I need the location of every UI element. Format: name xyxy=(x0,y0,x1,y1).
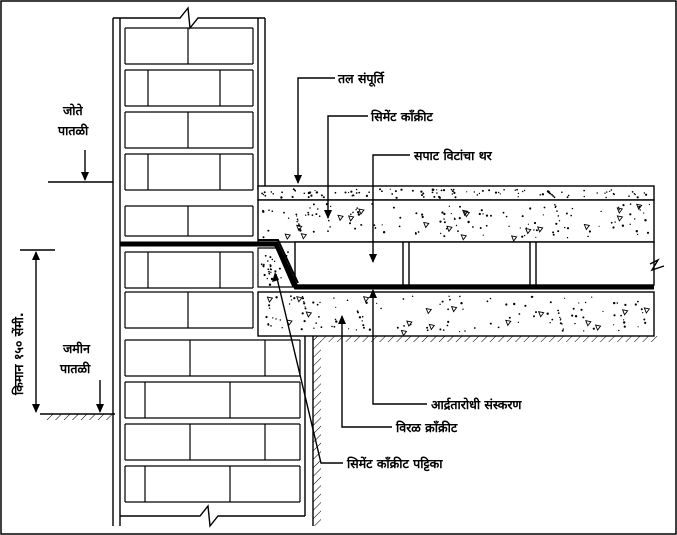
brick-courses xyxy=(124,27,301,503)
break-mark-right xyxy=(649,258,665,272)
label-flat-brick-layer: सपाट विटांचा थर xyxy=(413,148,493,163)
brick-wall xyxy=(112,6,306,528)
label-dpc: आर्द्रतारोधी संस्करण xyxy=(431,397,522,412)
ground-level-mark xyxy=(96,380,104,413)
label-cement-concrete-fillet: सिमेंट कॉंक्रीट पट्टिका xyxy=(346,456,443,472)
label-floor-finish: तल संपूर्ति xyxy=(337,71,385,87)
floor-layers xyxy=(120,185,665,337)
flat-brick-layer xyxy=(294,241,655,286)
concrete-aggregate xyxy=(260,188,651,337)
ground-hatch-right xyxy=(312,336,658,526)
min-150-dimension xyxy=(20,249,55,413)
label-cement-concrete: सिमेंट कॉंक्रीट xyxy=(370,109,433,124)
leaders xyxy=(272,77,427,464)
plinth-level-mark xyxy=(48,150,113,183)
dpc-line xyxy=(120,241,654,290)
label-lean-concrete: विरळ क्रॉंक्रीट xyxy=(395,420,458,435)
label-min-150: किमान १५० सेंमी. xyxy=(11,312,26,396)
label-plinth-level-1: जोते xyxy=(62,103,84,118)
label-ground-level-1: जमीन xyxy=(62,341,91,356)
lean-concrete-layer xyxy=(257,291,655,337)
label-ground-level-2: पातळी xyxy=(59,361,91,376)
cement-concrete-fillet xyxy=(257,247,294,288)
label-plinth-level-2: पातळी xyxy=(57,123,89,138)
cement-concrete-layer xyxy=(257,199,655,243)
ground-hatch-left xyxy=(40,413,115,420)
